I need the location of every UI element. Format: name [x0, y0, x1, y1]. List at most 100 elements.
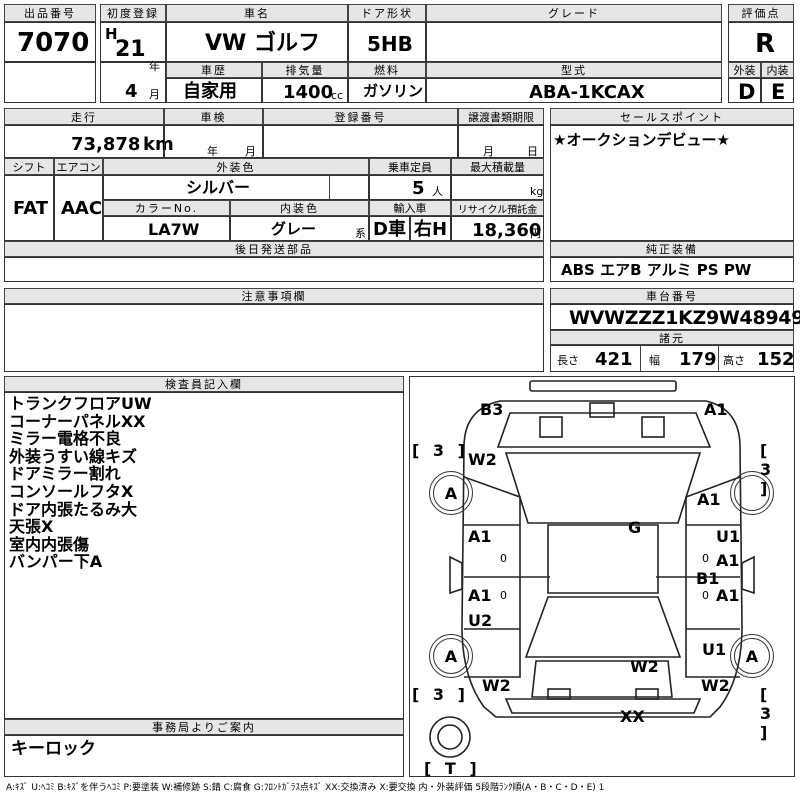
- car-name-label: 車名: [166, 4, 348, 22]
- remark-line: 外装うすい線キズ: [9, 446, 138, 466]
- inspection-year-unit: 年: [207, 145, 218, 158]
- month-unit: 月: [149, 88, 160, 101]
- exterior-grade: D: [738, 80, 756, 104]
- mileage-label: 走行: [4, 108, 164, 125]
- era-marker: H: [105, 25, 118, 43]
- mark-trunk-lid: W2: [468, 450, 497, 469]
- recycle-label: リサイクル預託金: [451, 200, 544, 216]
- mark-right-pillar: B1: [696, 569, 720, 588]
- specs-divider-1: [640, 345, 641, 372]
- rear-right-tire-icon: [730, 471, 774, 515]
- displacement-value: 1400: [283, 82, 334, 103]
- sales-point-value: ★オークションデビュー★: [553, 131, 730, 149]
- recycle-unit: 円: [530, 227, 541, 240]
- lot-number-blank: [4, 62, 96, 103]
- height-value: 152: [757, 349, 795, 370]
- max-load-label: 最大積載量: [451, 158, 544, 175]
- front-right-tread: [ 3 ]: [760, 685, 776, 742]
- year-unit: 年: [149, 60, 160, 73]
- car-name-value: VW ゴルフ: [205, 31, 320, 56]
- remark-line: コーナーパネルXX: [9, 411, 146, 431]
- mark-rear-right-fender: A1: [697, 490, 721, 509]
- remarks-list: トランクフロアUW コーナーパネルXX ミラー電格不良 外装うすい線キズ ドアミ…: [9, 395, 152, 571]
- registration-number-box: [263, 125, 458, 158]
- exterior-color-label: 外装色: [103, 158, 369, 175]
- rear-left-tire-icon: A: [429, 471, 473, 515]
- exterior-color-box: シルバー: [103, 175, 369, 200]
- score-box: R: [728, 22, 794, 62]
- rear-right-tire-depth: 0: [702, 552, 709, 565]
- equipment-label: 純正装備: [550, 241, 794, 257]
- front-left-tire-depth: 0: [500, 589, 507, 602]
- displacement-box: 1400 cc: [262, 78, 348, 103]
- capacity-unit: 人: [432, 185, 443, 198]
- front-left-tread: [ 3 ]: [412, 685, 469, 704]
- shift-label: シフト: [4, 158, 54, 175]
- width-label: 幅: [649, 354, 660, 367]
- grade-box: [426, 22, 722, 62]
- rear-left-tread: [ 3 ]: [412, 441, 469, 460]
- displacement-label: 排気量: [262, 62, 348, 78]
- mileage-unit: km: [143, 134, 174, 155]
- later-parts-label: 後日発送部品: [4, 241, 544, 257]
- model-label: 型式: [426, 62, 722, 78]
- lot-number-label: 出品番号: [4, 4, 96, 22]
- registration-month-box: 4 月: [100, 62, 166, 103]
- interior-color-unit: 系: [355, 227, 366, 240]
- registration-number-label: 登録番号: [263, 108, 458, 125]
- rear-right-tread: [ 3 ]: [760, 441, 776, 498]
- registration-month: 4: [125, 81, 138, 102]
- mark-rear-left: B3: [480, 400, 504, 419]
- mark-rear-right-door: U1: [716, 527, 741, 546]
- interior-label: 内装: [761, 62, 794, 78]
- specs-label: 諸元: [550, 330, 794, 345]
- car-outline-diagram: [429, 380, 755, 758]
- fuel-value: ガソリン: [363, 82, 424, 100]
- import-value: D車: [373, 219, 406, 240]
- aircon-label: エアコン: [54, 158, 103, 175]
- rear-left-tire-depth: 0: [500, 552, 507, 565]
- history-box: 自家用: [166, 78, 262, 103]
- interior-box: E: [761, 78, 794, 103]
- transfer-month-unit: 月: [483, 145, 494, 158]
- handle-value: 右H: [414, 219, 448, 240]
- door-type-value: 5HB: [367, 32, 413, 56]
- mark-front-bumper: XX: [620, 707, 645, 726]
- score-label: 評価点: [728, 4, 794, 22]
- color-number-label: カラーNo.: [103, 200, 230, 216]
- fuel-label: 燃料: [348, 62, 426, 78]
- office-info-label: 事務局よりご案内: [4, 719, 404, 735]
- mark-windshield: W2: [630, 657, 659, 676]
- interior-color-box: グレー 系: [230, 216, 369, 241]
- front-right-tire-depth: 0: [702, 589, 709, 602]
- equipment-box: ABS エアB アルミ PS PW: [550, 257, 794, 282]
- score-value: R: [755, 29, 776, 59]
- shift-value: FAT: [13, 198, 49, 219]
- mark-front-left-door-2: U2: [468, 611, 493, 630]
- mileage-value: 73,878: [71, 134, 141, 155]
- remark-line: ミラー電格不良: [9, 429, 122, 449]
- history-value: 自家用: [183, 81, 237, 102]
- door-type-box: 5HB: [348, 22, 426, 62]
- mark-rear-right-door-2: A1: [716, 551, 740, 570]
- chassis-number-box: WVWZZZ1KZ9W489495: [550, 304, 800, 330]
- history-label: 車歴: [166, 62, 262, 78]
- damage-legend: A:ｷｽﾞ U:ﾍｺﾐ B:ｷｽﾞを伴うﾍｺﾐ P:要塗装 W:補修跡 S:錆 …: [6, 783, 605, 793]
- damage-diagram: A A A [ 3 ] [ 3 ] [ 3 ] [ 3 ] [ T ] B3 A…: [409, 376, 795, 778]
- displacement-unit: cc: [331, 89, 344, 102]
- remark-line: ドアミラー割れ: [9, 464, 121, 484]
- mark-front-right-door: A1: [716, 586, 740, 605]
- equipment-value: ABS エアB アルミ PS PW: [561, 261, 752, 279]
- sales-point-box: ★オークションデビュー★: [550, 125, 794, 241]
- lot-number-value: 7070: [17, 28, 90, 58]
- inspector-remarks-box: トランクフロアUW コーナーパネルXX ミラー電格不良 外装うすい線キズ ドアミ…: [4, 392, 404, 719]
- height-label: 高さ: [723, 354, 745, 367]
- mark-rear-left-door: A1: [468, 527, 492, 546]
- remark-line: バンパー下A: [9, 552, 103, 572]
- recycle-box: 18,360 円: [451, 216, 544, 241]
- specs-divider-2: [718, 345, 719, 372]
- interior-grade: E: [771, 80, 786, 104]
- inspector-remarks-label: 検査員記入欄: [4, 376, 404, 392]
- mark-front-right: W2: [701, 676, 730, 695]
- recycle-value: 18,360: [472, 220, 542, 241]
